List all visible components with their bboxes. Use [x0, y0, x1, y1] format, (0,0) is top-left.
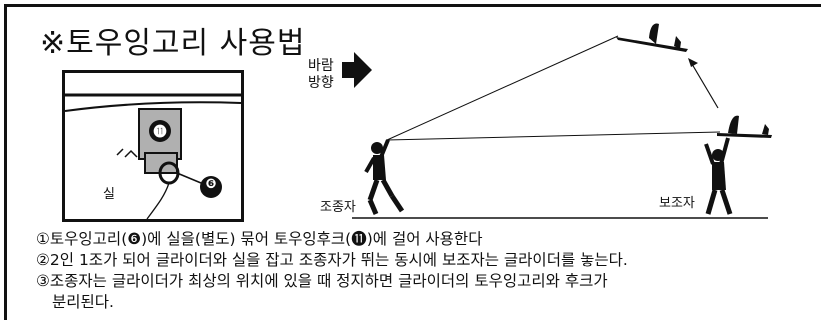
hook-detail-inset: ⓫ ❻: [62, 70, 244, 222]
instructions: ①토우잉고리(❻)에 실을(별도) 묶어 토우잉후크(⓫)에 걸어 사용한다 ②…: [36, 229, 825, 313]
tow-line-low: [386, 131, 721, 141]
thread-label: 실: [103, 187, 115, 202]
ring-number-badge: ❻: [205, 177, 217, 192]
tow-line-high: [386, 35, 619, 141]
instruction-step-1: ①토우잉고리(❻)에 실을(별도) 묶어 토우잉후크(⓫)에 걸어 사용한다: [36, 230, 483, 248]
glider-icon: [616, 23, 688, 52]
person-icon: [364, 139, 405, 215]
hook-number-badge: ⓫: [153, 125, 167, 140]
instruction-step-3-cont: 분리된다.: [52, 293, 114, 311]
wind-direction-label: 바람 방향: [308, 58, 334, 92]
instruction-step-2: ②2인 1조가 되어 글라이더와 실을 잡고 조종자가 뛰는 동시에 보조자는 …: [36, 251, 628, 269]
wind-arrow-icon: [342, 52, 372, 88]
motion-arrow-icon: [688, 58, 719, 109]
controller-label: 조종자: [320, 200, 356, 215]
person-icon: [704, 137, 733, 215]
page-border: [4, 4, 821, 320]
assistant-label: 보조자: [659, 196, 695, 211]
wind-label-line1: 바람: [308, 58, 334, 74]
instruction-step-3: ③조종자는 글라이더가 최상의 위치에 있을 때 정지하면 글라이더의 토우잉고…: [36, 272, 608, 290]
wind-label-line2: 방향: [308, 75, 334, 91]
page-title: ※토우잉고리 사용법: [40, 26, 306, 61]
glider-icon: [717, 115, 772, 138]
tow-hook-icon: [65, 93, 241, 219]
